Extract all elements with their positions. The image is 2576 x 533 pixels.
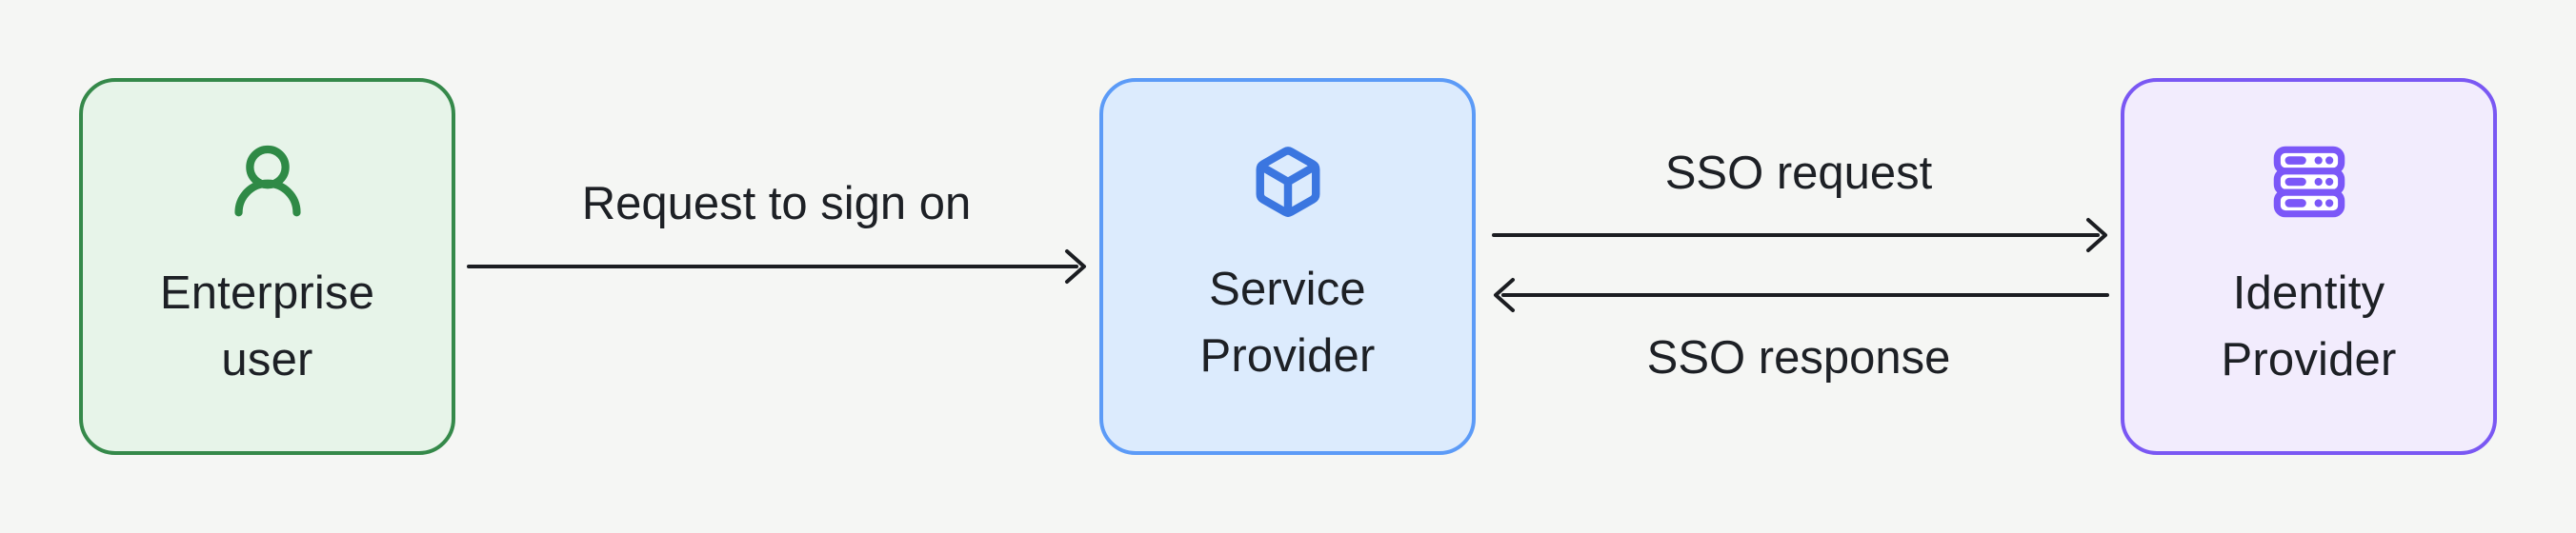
server-stack-icon [2267, 141, 2351, 227]
edge-label-request-to-sign-on: Request to sign on [581, 178, 972, 229]
arrow-sso-request [1492, 218, 2107, 252]
node-enterprise-user: Enterprise user [79, 78, 455, 455]
arrow-sso-response [1494, 278, 2109, 312]
node-label-enterprise-user: Enterprise user [159, 266, 375, 385]
node-identity-provider: Identity Provider [2121, 78, 2497, 455]
edge-label-sso-request: SSO request [1664, 148, 1933, 199]
arrow-request-to-sign-on [467, 249, 1086, 284]
node-label-identity-provider: Identity Provider [2221, 266, 2397, 385]
edge-label-sso-response: SSO response [1646, 332, 1951, 384]
node-service-provider: Service Provider [1099, 78, 1476, 455]
user-icon [227, 141, 309, 227]
node-label-service-provider: Service Provider [1199, 263, 1376, 382]
cube-icon [1251, 145, 1325, 224]
